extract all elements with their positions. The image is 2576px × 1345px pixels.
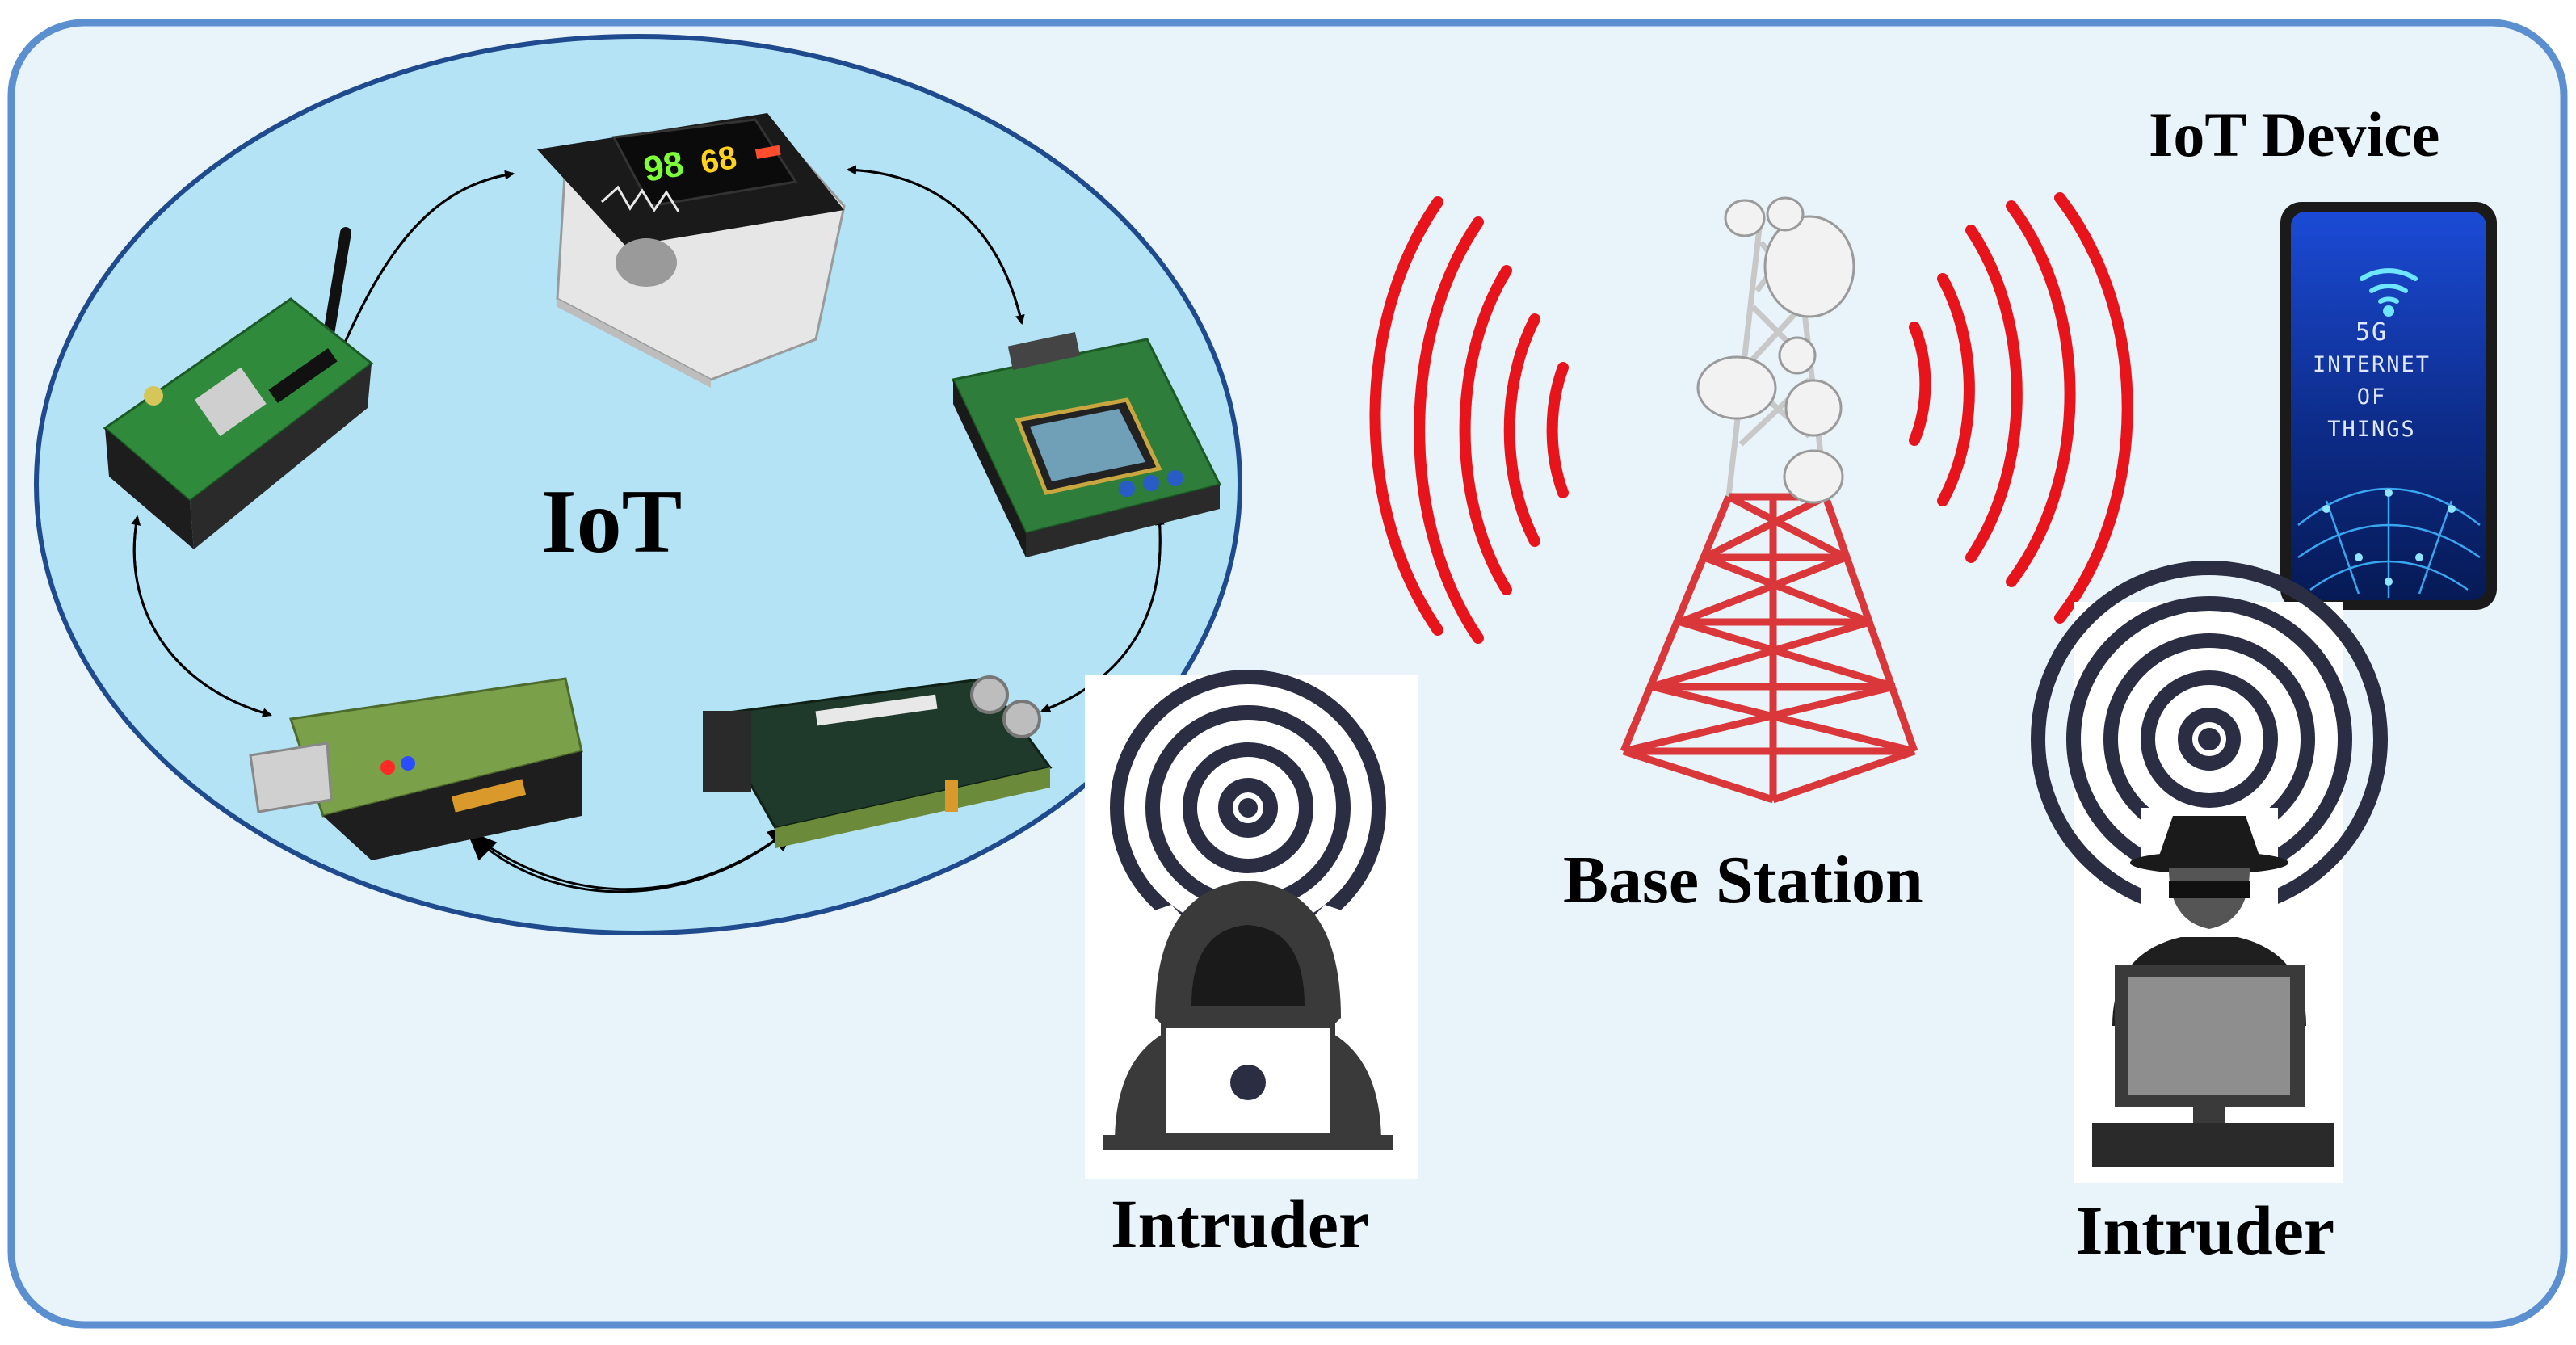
intruder-right-label: Intruder	[2076, 1192, 2335, 1269]
embedded-lcd-board	[951, 331, 1222, 557]
oximeter-reading-2: 68	[698, 140, 739, 181]
phone-text-5g: 5G	[2355, 318, 2389, 347]
pulse-waveform	[600, 185, 680, 212]
cell-tower-icon	[1620, 196, 1918, 804]
iot-cluster-label: IoT	[541, 472, 683, 572]
smartphone-icon	[2280, 202, 2497, 610]
device-connection-arrows	[131, 165, 1165, 893]
usb-sensor-stick	[249, 677, 583, 860]
base-station-label: Base Station	[1563, 843, 1923, 918]
spy-hacker-icon	[2031, 561, 2388, 1183]
base-station-signal-left	[1369, 196, 1569, 644]
iot-device-label: IoT Device	[2149, 99, 2440, 170]
wifi-icon	[2360, 268, 2418, 304]
phone-text-of: OF	[2356, 385, 2387, 410]
phone-text-internet: INTERNET	[2312, 352, 2431, 377]
hooded-hacker-icon	[1085, 670, 1418, 1179]
pulse-oximeter-device: 98 68	[537, 113, 846, 388]
base-station-signal-right	[1909, 192, 2133, 624]
wireless-sensor-board	[103, 227, 374, 549]
oximeter-reading-1: 98	[641, 144, 687, 190]
ultrasonic-sensor-board	[703, 675, 1053, 848]
intruder-left-label: Intruder	[1111, 1185, 1370, 1263]
phone-text-things: THINGS	[2327, 417, 2416, 442]
